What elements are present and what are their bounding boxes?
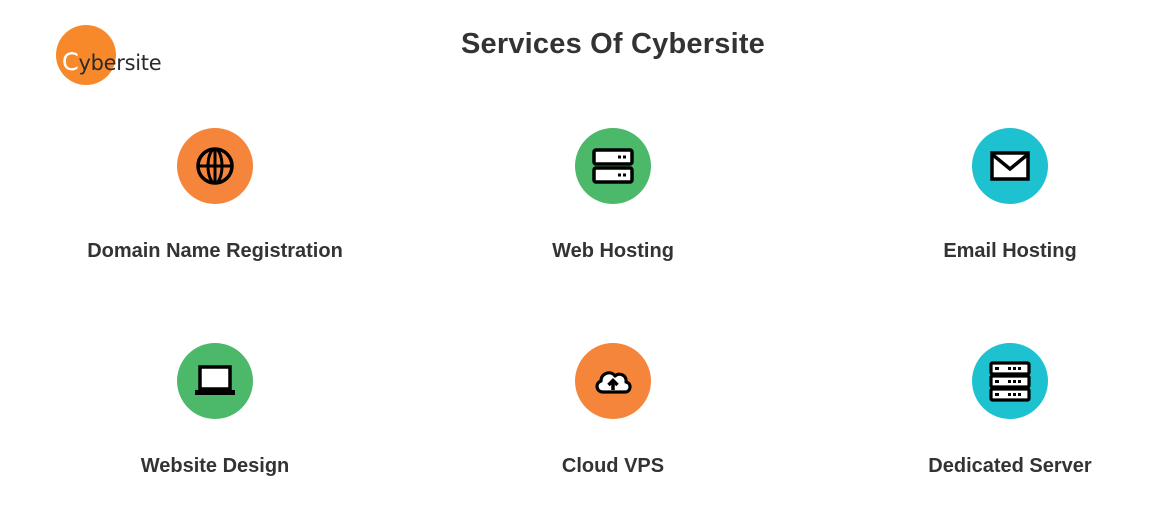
service-domain-name-registration[interactable]: Domain Name Registration — [35, 128, 395, 263]
logo-circle — [56, 25, 116, 85]
service-label: Dedicated Server — [928, 455, 1092, 477]
service-label: Cloud VPS — [561, 455, 665, 477]
cloud-upload-icon — [575, 343, 651, 419]
envelope-icon — [972, 128, 1048, 204]
service-website-design[interactable]: Website Design — [35, 343, 395, 478]
logo-text: Cybersite — [62, 48, 162, 76]
logo[interactable]: Cybersite — [56, 25, 176, 87]
service-label: Website Design — [140, 455, 290, 477]
logo-rest: ybersite — [78, 51, 162, 75]
service-email-hosting[interactable]: Email Hosting — [830, 128, 1172, 263]
globe-icon — [177, 128, 253, 204]
service-dedicated-server[interactable]: Dedicated Server — [830, 343, 1172, 478]
service-web-hosting[interactable]: Web Hosting — [433, 128, 793, 263]
service-label: Domain Name Registration — [87, 240, 343, 262]
page-title: Services Of Cybersite — [460, 28, 766, 60]
server-rack-icon — [972, 343, 1048, 419]
laptop-icon — [177, 343, 253, 419]
service-cloud-vps[interactable]: Cloud VPS — [433, 343, 793, 478]
service-label: Web Hosting — [552, 240, 674, 262]
service-label: Email Hosting — [943, 240, 1077, 262]
server-icon — [575, 128, 651, 204]
logo-first-letter: C — [62, 48, 79, 76]
